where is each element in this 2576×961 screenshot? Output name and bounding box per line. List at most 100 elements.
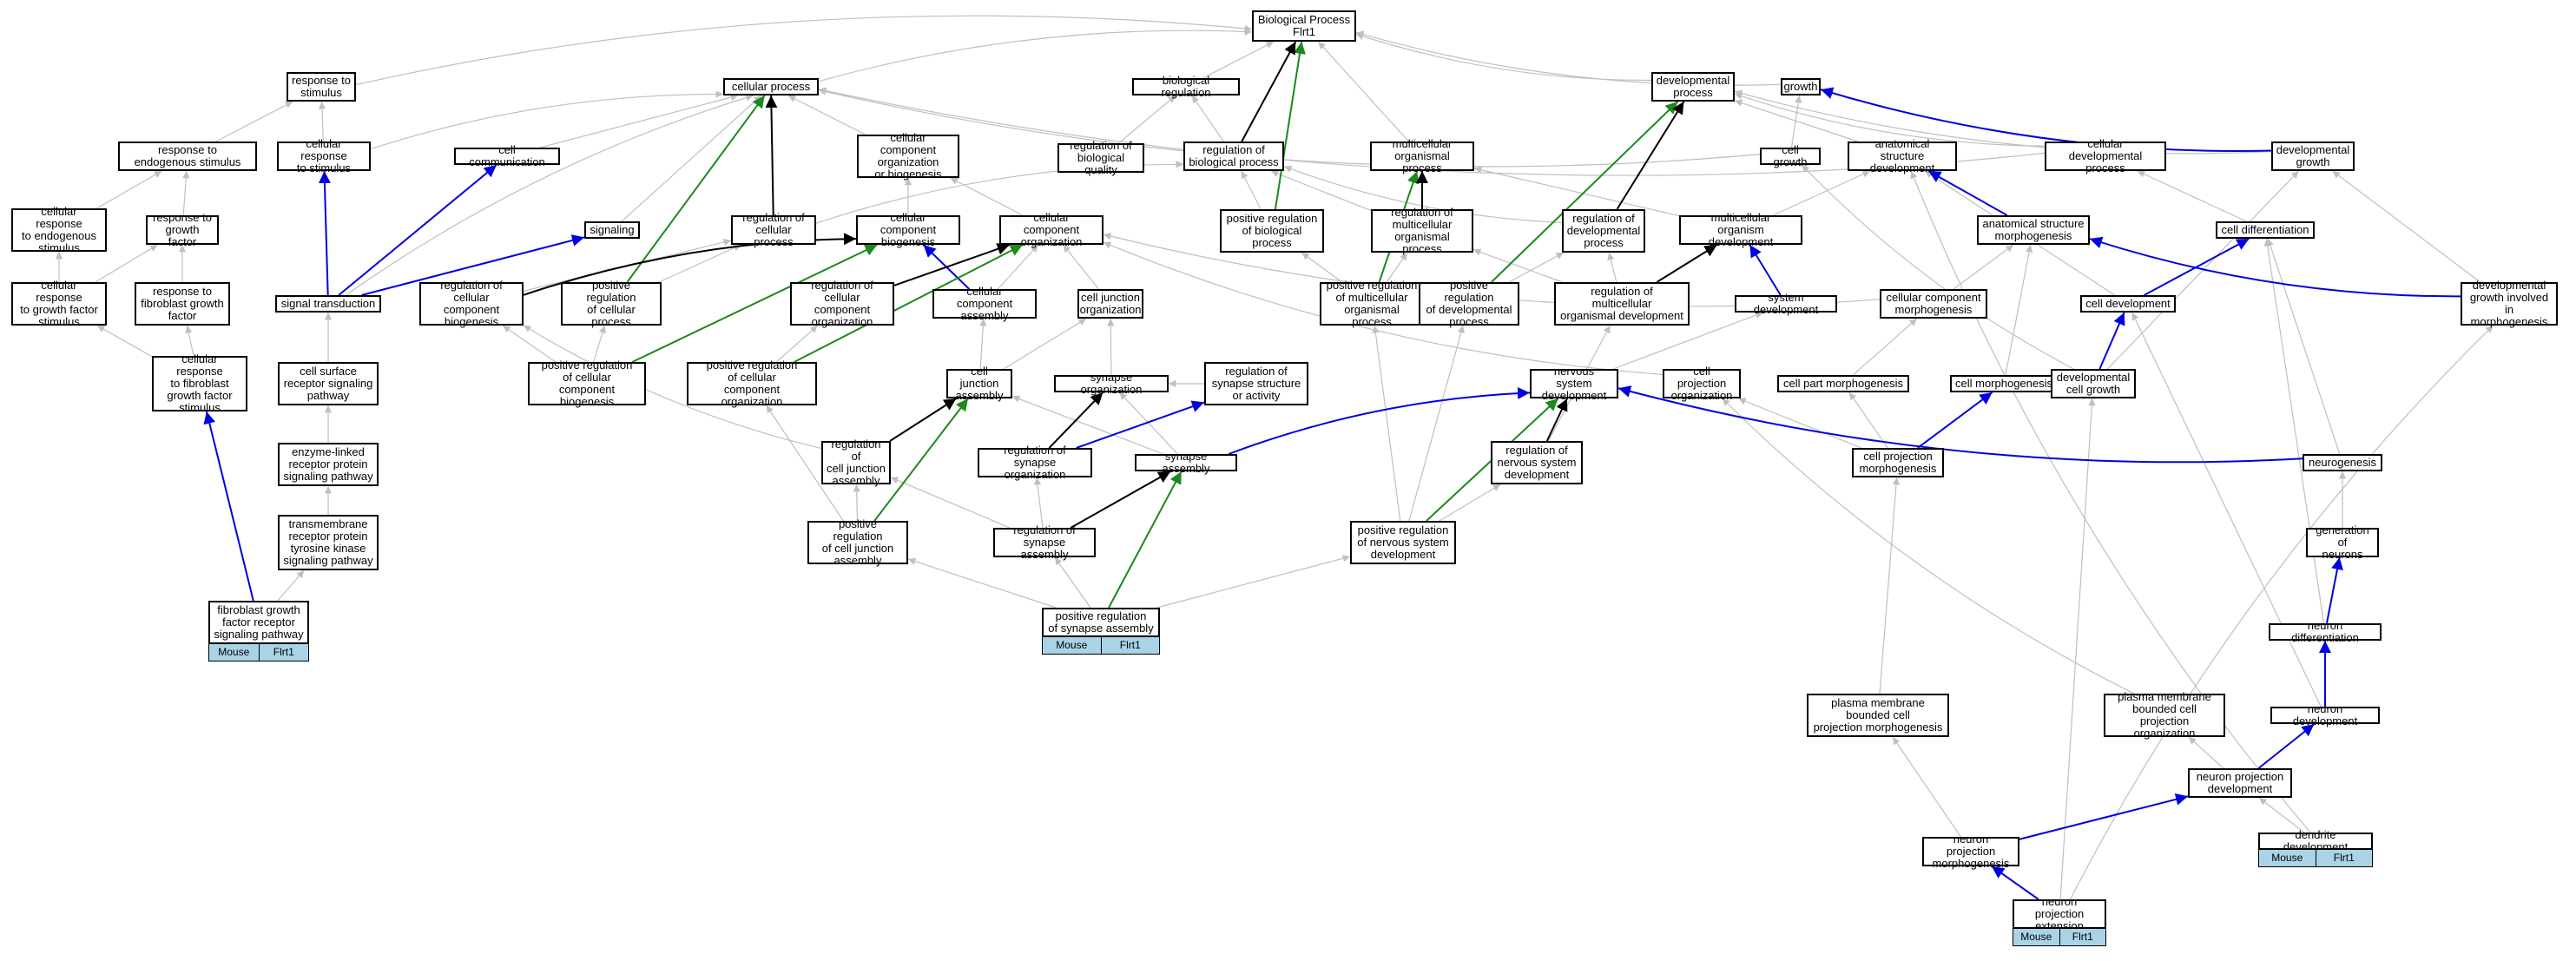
edge-reg_syn_assembly-to-reg_cj_assembly — [890, 477, 1011, 529]
edge-sig_trans-to-signaling — [361, 234, 585, 296]
node-gen-neurons[interactable]: generation of neurons — [2306, 524, 2379, 561]
node-cell-comm[interactable]: cell communication — [454, 144, 560, 168]
node-neuron-diff[interactable]: neuron differentiation — [2269, 620, 2382, 644]
edge-pos_reg_ns_dev-to-pos_reg_dev_proc — [1408, 325, 1465, 522]
node-cell-diff[interactable]: cell differentiation — [2216, 221, 2315, 239]
node-fgfr-sig[interactable]: fibroblast growth factor receptor signal… — [208, 601, 309, 644]
node-pos-reg-cell-proc[interactable]: positive regulation of cellular process — [561, 280, 662, 328]
node-enzyme-linked[interactable]: enzyme-linked receptor protein signaling… — [278, 443, 379, 486]
edge-dev_cell_growth-to-cell_growth — [1801, 164, 2074, 370]
node-reg-cj-assembly[interactable]: regulation of cell junction assembly — [821, 438, 891, 487]
node-pos-reg-cj-assembly[interactable]: positive regulation of cell junction ass… — [807, 518, 908, 567]
node-resp-stim[interactable]: response to stimulus — [287, 72, 356, 102]
node-cc-org[interactable]: cellular component organization — [999, 212, 1104, 248]
node-cc-morph[interactable]: cellular component morphogenesis — [1880, 289, 1987, 319]
node-syn-org[interactable]: synapse organization — [1054, 372, 1169, 396]
node-pos-reg-bio-proc[interactable]: positive regulation of biological proces… — [1220, 209, 1324, 253]
node-signaling[interactable]: signaling — [584, 221, 640, 239]
node-neuron-proj-ext[interactable]: neuron projection extension — [2013, 896, 2106, 932]
edge-cell_growth-to-cell_proc — [818, 88, 1761, 168]
node-cj-org[interactable]: cell junction organization — [1077, 289, 1143, 319]
node-cell-proc[interactable]: cellular process — [723, 78, 819, 95]
node-pos-reg-cc-biogen[interactable]: positive regulation of cellular componen… — [528, 359, 646, 408]
edge-dev_proc-to-bp — [1355, 32, 1652, 82]
node-syn-assembly[interactable]: synapse assembly — [1135, 451, 1237, 475]
node-resp-endo[interactable]: response to endogenous stimulus — [118, 142, 257, 171]
edge-dev_growth_morph-to-dev_growth — [2332, 170, 2481, 283]
node-sys-dev[interactable]: system development — [1735, 292, 1837, 316]
node-pos-reg-dev-proc[interactable]: positive regulation of developmental pro… — [1419, 280, 1519, 328]
node-cc-assembly[interactable]: cellular component assembly — [932, 286, 1037, 322]
node-cell-resp-gf[interactable]: cellular response to growth factor stimu… — [11, 280, 107, 328]
node-reg-syn-struct[interactable]: regulation of synapse structure or activ… — [1204, 362, 1308, 405]
node-pos-reg-ns-dev[interactable]: positive regulation of nervous system de… — [1350, 521, 1456, 564]
node-multi-org-proc[interactable]: multicellular organismal process — [1370, 138, 1474, 174]
edge-reg_bio_proc-to-bio_reg — [1191, 95, 1224, 142]
node-dev-growth-morph[interactable]: developmental growth involved in morphog… — [2461, 280, 2558, 328]
node-cell-proj-morph[interactable]: cell projection morphogenesis — [1852, 448, 1944, 477]
node-anat-struct-morph[interactable]: anatomical structure morphogenesis — [1977, 215, 2090, 245]
node-bio-reg[interactable]: biological regulation — [1132, 75, 1240, 99]
edge-neurogenesis-to-cell_diff — [2266, 238, 2341, 455]
edge-reg_cc_org-to-cc_org — [893, 243, 1011, 286]
node-dev-growth[interactable]: developmental growth — [2271, 142, 2355, 171]
node-csr-sig[interactable]: cell surface receptor signaling pathway — [278, 362, 379, 405]
node-cell-part-morph[interactable]: cell part morphogenesis — [1777, 375, 1909, 392]
node-reg-cell-proc[interactable]: regulation of cellular process — [731, 212, 816, 248]
node-pos-reg-multi[interactable]: positive regulation of multicellular org… — [1320, 280, 1424, 328]
node-neuron-dev[interactable]: neuron development — [2270, 703, 2380, 727]
node-rtk-sig[interactable]: transmembrane receptor protein tyrosine … — [278, 515, 379, 570]
node-cell-morph[interactable]: cell morphogenesis — [1950, 375, 2058, 392]
node-pm-proj-org[interactable]: plasma membrane bounded cell projection … — [2104, 691, 2225, 740]
node-reg-cc-org[interactable]: regulation of cellular component organiz… — [790, 280, 894, 328]
node-reg-multi-dev[interactable]: regulation of multicellular organismal d… — [1554, 282, 1690, 326]
edge-pos_reg_cell_proc-to-cell_proc — [626, 95, 766, 283]
edge-pos_reg_bio_proc-to-reg_bio_proc — [1241, 170, 1262, 210]
edge-cc_assembly-to-cc_org — [997, 244, 1039, 290]
node-resp-fgf[interactable]: response to fibroblast growth factor — [135, 282, 230, 326]
edge-dev_cell_growth-to-cell_devt — [2098, 312, 2125, 370]
node-multi-org-dev[interactable]: multicellular organism development — [1679, 212, 1802, 248]
node-cell-resp-fgf[interactable]: cellular response to fibroblast growth f… — [152, 353, 247, 414]
node-reg-dev-proc[interactable]: regulation of developmental process — [1562, 209, 1645, 253]
edge-neuron_proj_dev-to-pm_proj_org — [2188, 736, 2224, 769]
node-neuron-proj-morph[interactable]: neuron projection morphogenesis — [1922, 833, 2019, 870]
node-dev-proc[interactable]: developmental process — [1651, 72, 1735, 102]
node-dendrite-dev[interactable]: dendrite development — [2258, 829, 2373, 853]
node-ns-dev[interactable]: nervous system development — [1530, 365, 1618, 402]
node-cell-devt[interactable]: cell development — [2080, 295, 2176, 313]
edge-reg_syn_assembly-to-syn_assembly — [1070, 471, 1171, 529]
node-pos-reg-syn-assembly[interactable]: positive regulation of synapse assembly — [1042, 608, 1160, 637]
gene-label: Flrt1 — [2315, 850, 2372, 866]
node-anat-struct-dev[interactable]: anatomical structure development — [1848, 138, 1957, 174]
edge-neuron_dev-to-cell_devt — [2131, 312, 2322, 708]
node-reg-bio-proc[interactable]: regulation of biological process — [1183, 142, 1284, 171]
node-cell-resp-stim[interactable]: cellular response to stimulus — [277, 138, 371, 174]
node-pos-reg-cc-org[interactable]: positive regulation of cellular componen… — [687, 359, 817, 408]
node-bp[interactable]: Biological Process Flrt1 — [1252, 10, 1356, 42]
node-cell-resp-endo[interactable]: cellular response to endogenous stimulus — [11, 206, 107, 254]
node-resp-gf[interactable]: response to growth factor — [146, 212, 219, 248]
node-cell-proj-org[interactable]: cell projection organization — [1663, 365, 1741, 402]
node-reg-bio-qual[interactable]: regulation of biological quality — [1057, 140, 1144, 176]
species-label: Mouse — [2259, 850, 2316, 866]
node-growth[interactable]: growth — [1781, 78, 1821, 95]
node-neuron-proj-dev[interactable]: neuron projection development — [2188, 768, 2292, 798]
node-neurogenesis[interactable]: neurogenesis — [2303, 454, 2382, 471]
node-reg-syn-org[interactable]: regulation of synapse organization — [978, 444, 1092, 481]
node-reg-ns-dev[interactable]: regulation of nervous system development — [1491, 441, 1583, 484]
edge-cell_dev_proc-to-dev_proc — [1734, 92, 2046, 147]
node-pm-proj-morph[interactable]: plasma membrane bounded cell projection … — [1807, 694, 1949, 737]
node-cell-dev-proc[interactable]: cellular developmental process — [2045, 138, 2166, 174]
node-cc-biogen[interactable]: cellular component biogenesis — [856, 212, 960, 248]
node-ccob[interactable]: cellular component organization or bioge… — [857, 132, 959, 181]
gene-label: Flrt1 — [258, 644, 308, 661]
node-cj-assembly[interactable]: cell junction assembly — [946, 365, 1012, 402]
node-reg-cc-biogen[interactable]: regulation of cellular component biogene… — [419, 280, 524, 328]
node-reg-multi-org-proc[interactable]: regulation of multicellular organismal p… — [1371, 207, 1473, 255]
node-reg-syn-assembly[interactable]: regulation of synapse assembly — [993, 524, 1096, 561]
node-cell-growth[interactable]: cell growth — [1760, 144, 1821, 168]
node-dev-cell-growth[interactable]: developmental cell growth — [2051, 369, 2136, 398]
node-sig-trans[interactable]: signal transduction — [275, 295, 381, 313]
edge-reg_cj_assembly-to-reg_cc_biogen — [523, 325, 822, 450]
